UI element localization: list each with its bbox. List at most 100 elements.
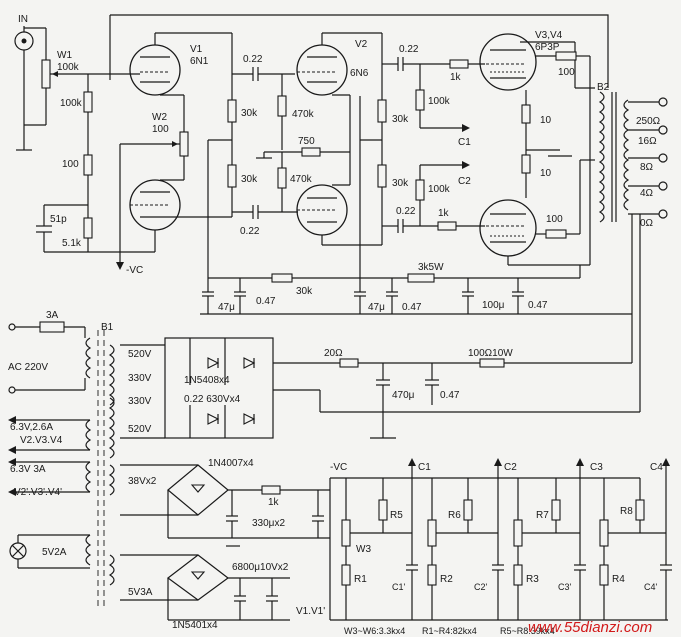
bias-legend3: R5~R8:39kx4 bbox=[500, 626, 555, 636]
r100k-b-label: 100k bbox=[428, 184, 451, 195]
b1-name: B1 bbox=[101, 322, 114, 333]
pilot-lamp: 5V2A bbox=[9, 534, 90, 569]
v520a: 520V bbox=[128, 349, 152, 360]
watermark: www.55dianzi.com bbox=[528, 619, 652, 636]
r30k-rail: 30k bbox=[296, 286, 313, 297]
fuse-label: 3A bbox=[46, 310, 59, 321]
coupling-cap-4: 0.22 bbox=[382, 206, 438, 233]
tube-v4: 100 bbox=[479, 159, 595, 266]
input-jack[interactable]: IN bbox=[14, 14, 46, 151]
fil1: 6.3V,2.6A bbox=[10, 422, 53, 433]
r3k5w-rail: 3k5W bbox=[418, 262, 444, 273]
v2-grid-bias: 470k 750 470k bbox=[256, 74, 361, 278]
r30k-a-label: 30k bbox=[241, 108, 258, 119]
lamp: 5V2A bbox=[42, 547, 67, 558]
power-transformer-b1: B1 bbox=[85, 322, 115, 610]
grid-resistor-chain: 100k 100 51p 5.1k bbox=[36, 74, 120, 253]
hv-filter: 20Ω 100Ω10W 470μ 0.47 bbox=[273, 214, 641, 439]
filament-windings: 6.3V,2.6A V2.V3.V4 6.3V 3A V2'.V3'.V4' bbox=[8, 416, 90, 498]
fil2: 6.3V 3A bbox=[10, 464, 46, 475]
bias-vc: -VC bbox=[330, 462, 347, 473]
r-100k-label: 100k bbox=[60, 98, 83, 109]
bias-network: -VC C1 C2 C3 C4 W3 R1 R5 C1' bbox=[329, 458, 672, 636]
mains-input: 3A AC 220V bbox=[8, 310, 86, 394]
r-100-label: 100 bbox=[62, 159, 79, 170]
w1-value: 100k bbox=[57, 62, 80, 73]
c47b: 47μ bbox=[368, 302, 385, 313]
r470k-a-label: 470k bbox=[292, 109, 315, 120]
rect-caps: 6800μ10Vx2 bbox=[232, 562, 289, 573]
c-022-d: 0.22 bbox=[396, 206, 416, 217]
r100-10w: 100Ω10W bbox=[468, 348, 513, 359]
c100: 100μ bbox=[482, 300, 505, 311]
c047b: 0.47 bbox=[402, 302, 422, 313]
rect-wind: 5V3A bbox=[128, 587, 153, 598]
c1-tap-label: C1 bbox=[458, 137, 471, 148]
tube-v1-bottom bbox=[120, 179, 232, 253]
bias-cap3: C3' bbox=[558, 582, 572, 592]
tap-0: 0Ω bbox=[640, 218, 654, 229]
coupling-cap-2: 0.22 bbox=[232, 205, 298, 237]
hv-rectifier-bridge: 1N5408x4 0.22 630Vx4 bbox=[164, 337, 340, 439]
r750-label: 750 bbox=[298, 136, 315, 147]
bias-diodes: 1N4007x4 bbox=[208, 458, 254, 469]
tap-4: 4Ω bbox=[640, 188, 654, 199]
bias-wind: 38Vx2 bbox=[128, 476, 157, 487]
bias-c1: C1 bbox=[418, 462, 431, 473]
c47a: 47μ bbox=[218, 302, 235, 313]
v2-name: V2 bbox=[355, 39, 368, 50]
bias-w3: W3 bbox=[356, 544, 371, 555]
v330b: 330V bbox=[128, 396, 152, 407]
v2-type: 6N6 bbox=[350, 68, 369, 79]
tap-16: 16Ω bbox=[638, 136, 657, 147]
r1k-a-label: 1k bbox=[450, 72, 462, 83]
coupling-cap-1: 0.22 bbox=[232, 54, 295, 81]
bias-legend1: W3~W6:3.3kx4 bbox=[344, 626, 405, 636]
bias-r5: R5 bbox=[390, 510, 403, 521]
rect-filament-supply: 5V3A 1N5401x4 6800μ10Vx2 V1.V1' bbox=[120, 554, 325, 631]
vc-label: -VC bbox=[126, 265, 143, 276]
v1-type: 6N1 bbox=[190, 56, 209, 67]
tap-250: 250Ω bbox=[636, 116, 661, 127]
r100k-a-label: 100k bbox=[428, 96, 451, 107]
c470: 470μ bbox=[392, 390, 415, 401]
bias-r1: R1 bbox=[354, 574, 367, 585]
c2-tap-label: C2 bbox=[458, 176, 471, 187]
decoupling-rail: 30k 3k5W 47μ 0.47 47μ 0.47 100μ 0.47 bbox=[200, 262, 632, 315]
v34-name: V3,V4 bbox=[535, 30, 563, 41]
r10-a-label: 10 bbox=[540, 115, 552, 126]
bias-rectifier: 38Vx2 1N4007x4 1k 330μx2 bbox=[120, 458, 330, 547]
fil1-tubes: V2.V3.V4 bbox=[20, 435, 63, 446]
r30k-c-label: 30k bbox=[392, 114, 409, 125]
balance-pot-w2[interactable]: W2 100 -VC bbox=[116, 94, 189, 276]
v1-name: V1 bbox=[190, 44, 203, 55]
volume-pot-w1[interactable]: W1 100k bbox=[24, 28, 140, 126]
w1-name: W1 bbox=[57, 50, 72, 61]
c-022-b: 0.22 bbox=[240, 226, 260, 237]
bias-r2: R2 bbox=[440, 574, 453, 585]
bias-c4: C4 bbox=[650, 462, 663, 473]
r-5k1-label: 5.1k bbox=[62, 238, 82, 249]
r1k-b-label: 1k bbox=[438, 208, 450, 219]
v330a: 330V bbox=[128, 373, 152, 384]
diodes-hv: 1N5408x4 bbox=[184, 375, 230, 386]
rect-diodes: 1N5401x4 bbox=[172, 620, 218, 631]
c047d: 0.47 bbox=[440, 390, 460, 401]
r30k-d-label: 30k bbox=[392, 178, 409, 189]
c330: 330μx2 bbox=[252, 518, 285, 529]
r100-a-label: 100 bbox=[558, 67, 575, 78]
bias-r6: R6 bbox=[448, 510, 461, 521]
bias-r8: R8 bbox=[620, 506, 633, 517]
c-022-a: 0.22 bbox=[243, 54, 263, 65]
bias-c2: C2 bbox=[504, 462, 517, 473]
tube-v2-bottom bbox=[296, 184, 348, 236]
c-51p-label: 51p bbox=[50, 214, 67, 225]
tube-v2-top: V2 6N6 bbox=[296, 32, 382, 96]
v1-plate-loads: 30k 30k bbox=[207, 33, 258, 278]
output-grid-network: 1k 100k C1 1k 100k C2 bbox=[415, 59, 485, 231]
r20: 20Ω bbox=[324, 348, 343, 359]
r470k-b-label: 470k bbox=[290, 174, 313, 185]
c-022-c: 0.22 bbox=[399, 44, 419, 55]
w2-name: W2 bbox=[152, 112, 167, 123]
